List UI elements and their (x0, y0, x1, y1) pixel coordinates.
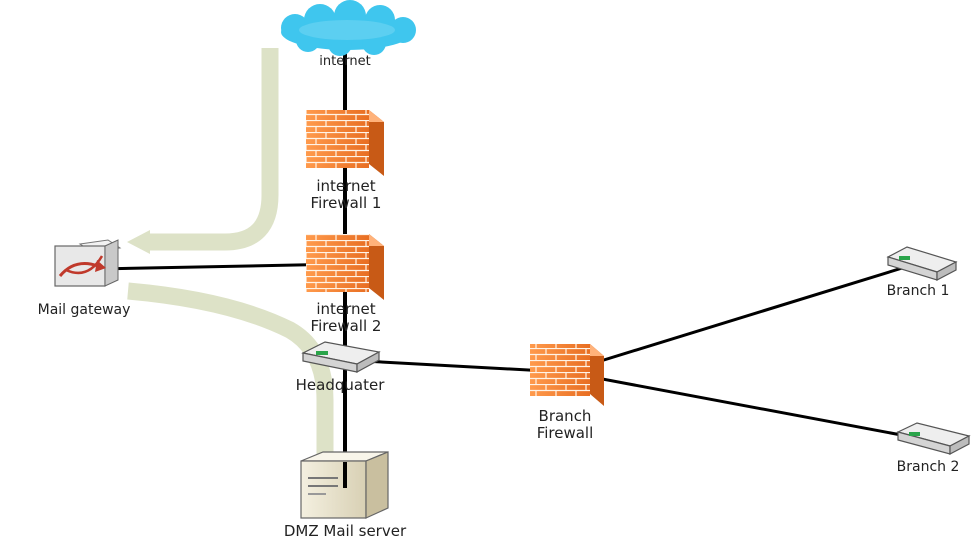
router-icon (886, 246, 958, 281)
dmz-mail-server-label: DMZ Mail server (283, 522, 407, 540)
firewall-2-label: internet Firewall 2 (276, 301, 416, 335)
link-branch-firewall-to-branch1 (564, 263, 913, 374)
branch-firewall-label-line1: Branch (538, 407, 592, 425)
branch-1-label: Branch 1 (886, 283, 950, 299)
router-icon (896, 422, 971, 455)
firewall-1-label-line2: Firewall 1 (310, 194, 382, 212)
branch-firewall-label: Branch Firewall (505, 408, 625, 442)
firewall-1-label: internet Firewall 1 (276, 178, 416, 212)
server-icon (300, 451, 389, 519)
mail-gateway-label: Mail gateway (37, 302, 131, 318)
branch-2-label: Branch 2 (896, 459, 960, 475)
headquarter-label: Headquater (295, 376, 385, 394)
branch-firewall-label-line2: Firewall (536, 424, 594, 442)
link-headquarter-to-branch-firewall (344, 358, 566, 374)
mail-gateway-icon (54, 239, 122, 287)
router-icon (301, 341, 381, 374)
firewall-2-label-line2: Firewall 2 (310, 317, 382, 335)
firewall-2-label-line1: internet (316, 300, 376, 318)
cloud-icon (281, 0, 416, 56)
firewall-icon (306, 234, 384, 300)
firewall-icon (530, 344, 604, 406)
mail-flow-arrow-inbound (127, 48, 279, 254)
firewall-1-label-line1: internet (316, 177, 376, 195)
firewall-icon (306, 110, 384, 176)
link-gateway-to-firewall2 (97, 262, 346, 271)
link-branch-firewall-to-branch2 (564, 370, 913, 439)
internet-label: internet (319, 54, 371, 69)
